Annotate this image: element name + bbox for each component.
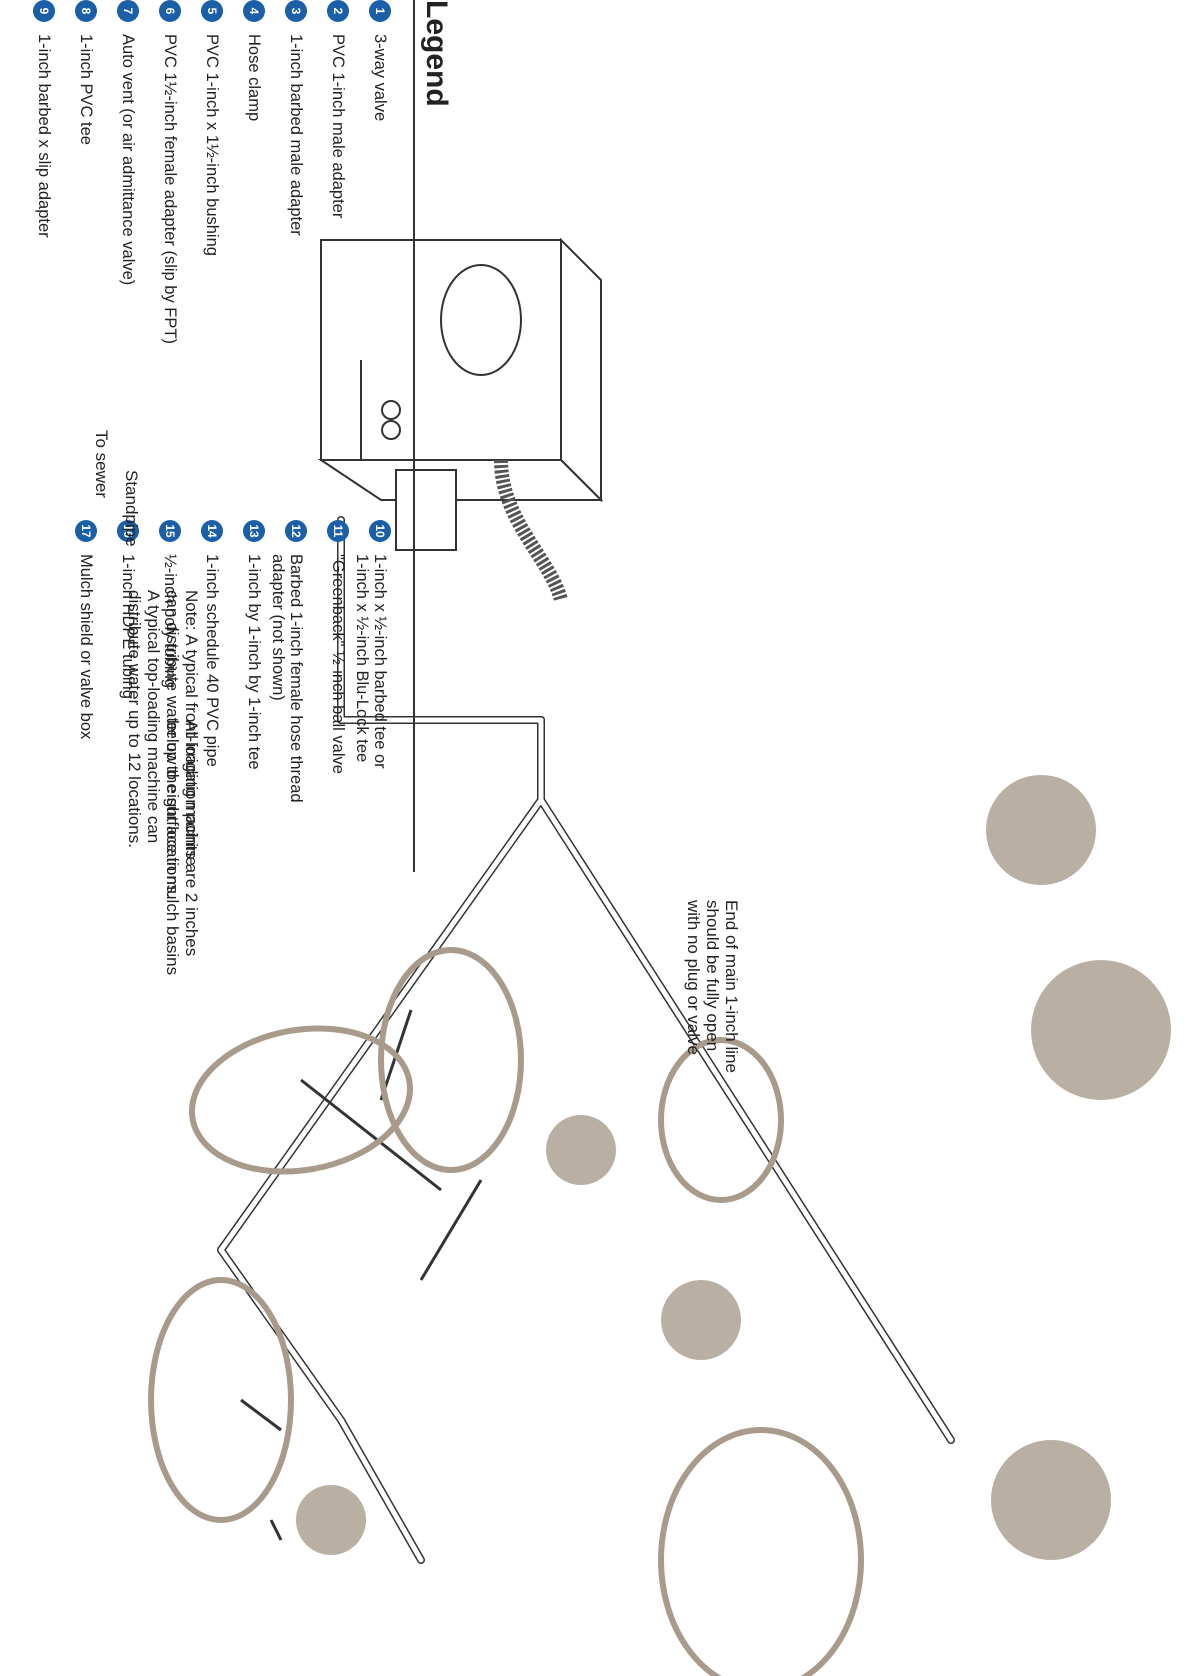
end-of-line-line: End of main 1-inch line	[722, 900, 741, 1073]
legend-badge: 14	[201, 520, 223, 542]
machine-note-line: distribute water up to 12 locations.	[125, 590, 144, 848]
legend-badge: 7	[117, 0, 139, 22]
legend-badge: 12	[285, 520, 307, 542]
tree-basins	[148, 947, 864, 1676]
legend-badge: 13	[243, 520, 265, 542]
end-of-line-line: with no plug or valve	[684, 900, 703, 1055]
legend-label: "Greenback" ½-inch ball valve	[329, 554, 347, 774]
legend-item: 1 3-way valve	[355, 0, 391, 380]
legend-label-line2: 1-inch x ½-inch Blu-Lock tee	[353, 554, 371, 763]
irrigation-note-line: below the surface in mulch basins	[163, 720, 182, 976]
legend-title: Legend	[420, 0, 453, 107]
legend-label: 1-inch x ½-inch barbed tee or	[371, 554, 389, 769]
irrigation-note: All irrigation points are 2 inches below…	[163, 720, 201, 975]
machine-note-line: A typical top-loading machine can	[144, 590, 163, 844]
legend-label: Auto vent (or air admittance valve)	[119, 34, 137, 286]
legend-label: 1-inch by 1-inch by 1-inch tee	[245, 554, 263, 770]
legend-badge: 11	[327, 520, 349, 542]
legend-badge: 17	[75, 520, 97, 542]
legend-badge: 8	[75, 0, 97, 22]
standpipe-box	[395, 469, 457, 551]
drain-hose	[494, 459, 568, 603]
washing-machine	[317, 237, 604, 503]
legend-badge: 9	[33, 0, 55, 22]
legend-item: 9 1-inch barbed x slip adapter	[19, 0, 55, 380]
standpipe-label: Standpipe	[122, 470, 141, 547]
irrigation-note-line: All irrigation points are 2 inches	[182, 720, 201, 957]
legend-item: 8 1-inch PVC tee	[61, 0, 97, 380]
legend-badge: 5	[201, 0, 223, 22]
legend-label: 1-inch barbed x slip adapter	[35, 34, 53, 238]
legend-label: PVC 1½-inch female adapter (slip by FPT)	[161, 34, 179, 344]
legend-divider	[413, 0, 415, 872]
legend-label: Mulch shield or valve box	[77, 554, 95, 740]
legend-label: Hose clamp	[245, 34, 263, 122]
legend-badge: 2	[327, 0, 349, 22]
legend-badge: 3	[285, 0, 307, 22]
legend-badge: 10	[369, 520, 391, 542]
legend-item: 3 1-inch barbed male adapter	[271, 0, 307, 380]
to-sewer-label: To sewer	[92, 430, 111, 499]
legend-badge: 6	[159, 0, 181, 22]
legend-item: 13 1-inch by 1-inch by 1-inch tee	[229, 520, 265, 900]
legend-label: PVC 1-inch x 1½-inch bushing	[203, 34, 221, 256]
legend-badge: 15	[159, 520, 181, 542]
tree-foliage	[296, 775, 1171, 1560]
legend-label-line2: adapter (not shown)	[269, 554, 287, 701]
legend-label: 1-inch barbed male adapter	[287, 34, 305, 236]
legend-item: 11 "Greenback" ½-inch ball valve	[313, 520, 349, 900]
legend-badge: 4	[243, 0, 265, 22]
legend-label: Barbed 1-inch female hose thread	[287, 554, 305, 803]
end-of-line-line: should be fully open	[703, 900, 722, 1052]
legend-badge: 1	[369, 0, 391, 22]
legend-label: 1-inch schedule 40 PVC pipe	[203, 554, 221, 767]
legend-label: 3-way valve	[371, 34, 389, 122]
legend-label: PVC 1-inch male adapter	[329, 34, 347, 219]
end-of-line-note: End of main 1-inch line should be fully …	[684, 900, 741, 1073]
legend-label: 1-inch PVC tee	[77, 34, 95, 145]
